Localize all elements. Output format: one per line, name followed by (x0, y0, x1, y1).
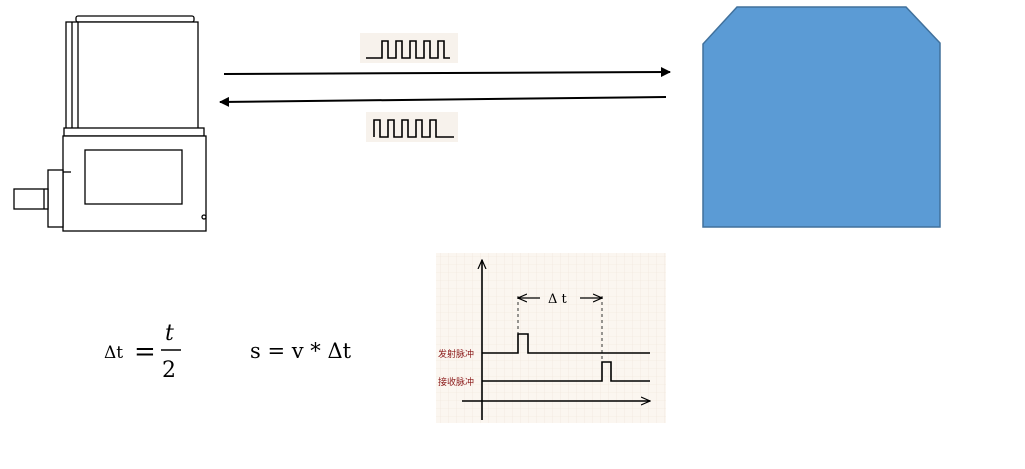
receive-pulse-line (482, 361, 650, 382)
return-pulse-train (366, 112, 458, 142)
return-arrow (219, 96, 667, 107)
timing-chart: Δ t 发射脉冲 接收脉冲 (436, 253, 666, 423)
receive-pulse-label: 接收脉冲 (438, 376, 474, 388)
emit-pulse-line (482, 333, 650, 354)
formula-distance: s = v * Δt (250, 339, 352, 363)
formula-dt-numerator: t (165, 321, 174, 346)
lidar-sensor (13, 15, 207, 232)
emit-pulse-label: 发射脉冲 (438, 348, 474, 360)
target-object (702, 6, 941, 228)
formula-dt-denominator: 2 (162, 358, 176, 383)
outgoing-pulse-train (360, 33, 458, 63)
outgoing-arrow (223, 67, 671, 78)
formula-dt-lhs: Δt (104, 343, 123, 363)
dt-label: Δ t (548, 292, 568, 307)
formula-delta-t: Δt = t 2 (104, 321, 181, 383)
formula-dt-equals: = (134, 337, 156, 367)
